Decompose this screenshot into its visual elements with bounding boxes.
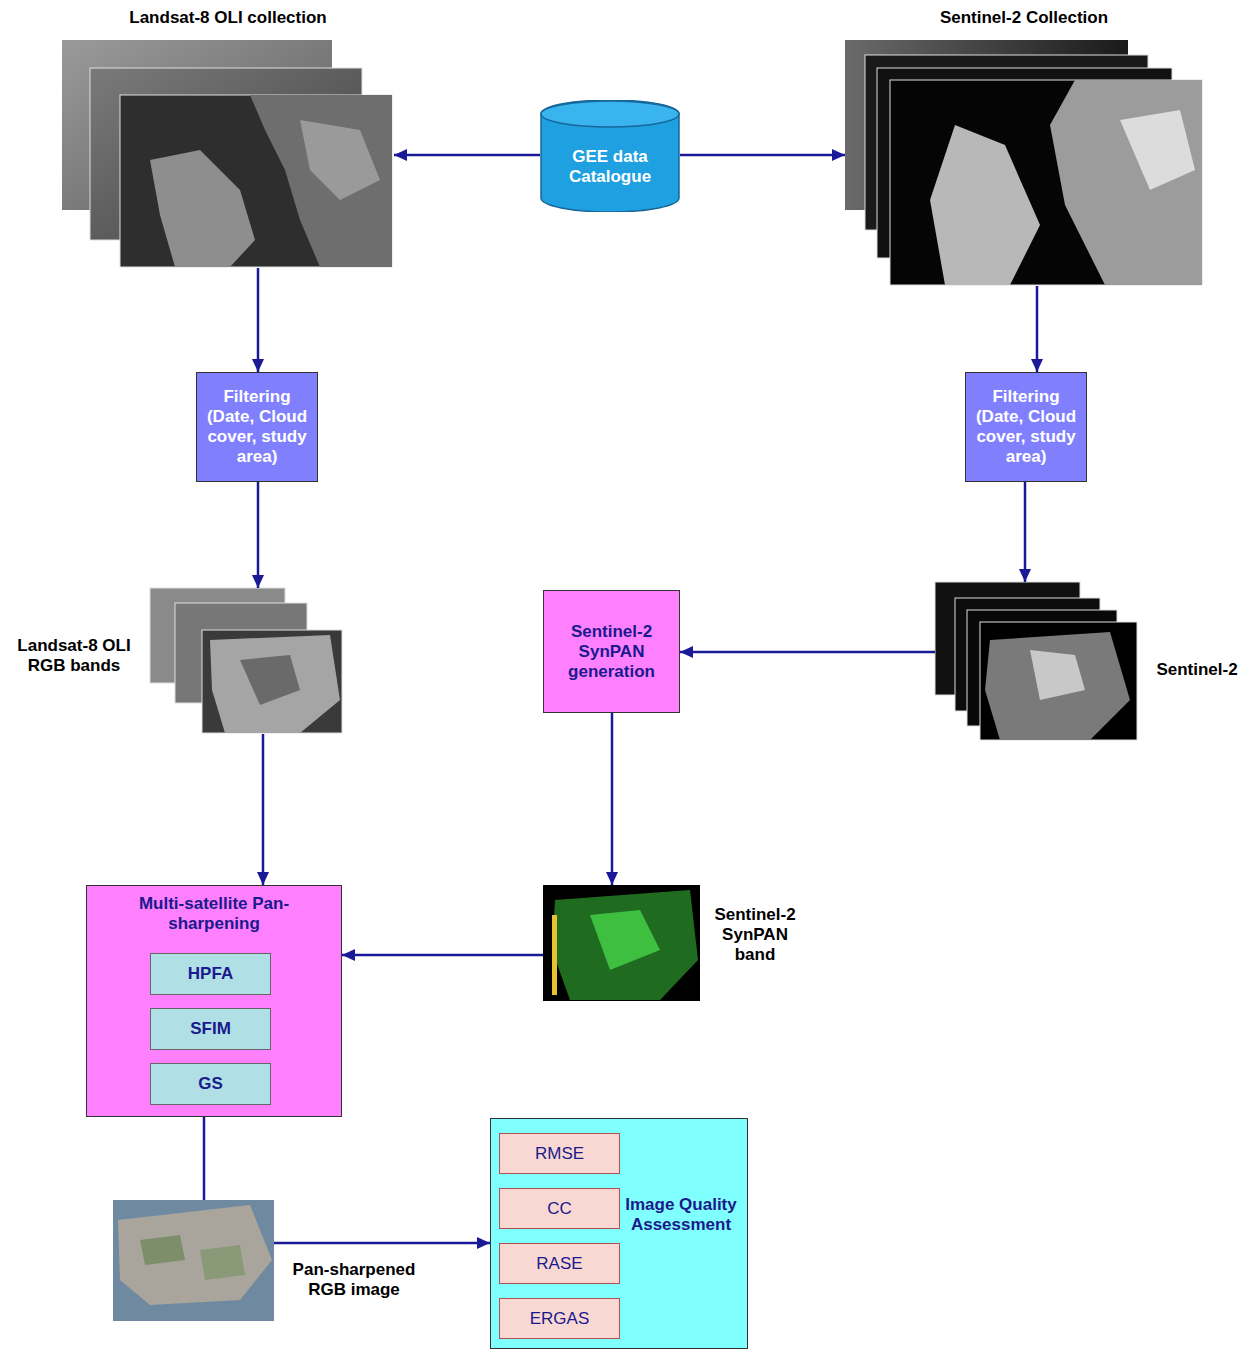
coast-strip: [552, 915, 557, 995]
image-stack: Sentinel-2 Collection: [845, 40, 1203, 286]
metric-box: RMSE: [499, 1133, 620, 1174]
image-caption: Pan-sharpened RGB image: [278, 1260, 430, 1300]
flow-arrow: [394, 154, 540, 157]
flow-arrow: [1036, 286, 1039, 372]
metric-box: RASE: [499, 1243, 620, 1284]
box-label: SFIM: [184, 1019, 237, 1039]
land-shape: [210, 635, 340, 733]
container-box: Multi-satellite Pan-sharpeningHPFA SFIM GS: [86, 885, 342, 1117]
image-layer: [120, 95, 392, 267]
method-box: HPFA: [150, 953, 271, 995]
image-layer: [202, 630, 342, 733]
container-box: Image Quality Assessment RMSE CC RASE ERGAS: [490, 1118, 748, 1349]
landsat-collection-stack: [62, 40, 392, 267]
image-layer: [543, 885, 700, 1001]
box-label: Filtering (Date, Cloud cover, study area…: [966, 387, 1086, 467]
flow-arrow: [680, 154, 845, 157]
box-label: CC: [541, 1199, 578, 1219]
box-label: HPFA: [182, 964, 239, 984]
flow-arrow: [257, 482, 260, 588]
land-shape: [1120, 110, 1195, 190]
flow-arrow: [262, 734, 265, 885]
box-label: ERGAS: [524, 1309, 596, 1329]
box-label: Sentinel-2 SynPAN generation: [544, 622, 679, 682]
image-caption: Sentinel-2 Collection: [845, 8, 1203, 28]
box-label: RASE: [530, 1254, 588, 1274]
pansharpened-image: [113, 1200, 274, 1321]
image-stack: Landsat-8 OLI collection: [62, 40, 394, 268]
database-cylinder: GEE data Catalogue: [540, 100, 680, 212]
image-caption: Sentinel-2: [1145, 660, 1249, 680]
image-stack: Landsat-8 OLI RGB bands: [150, 588, 343, 734]
box-label: GEE data Catalogue: [540, 147, 680, 187]
container-title: Multi-satellite Pan-sharpening: [119, 894, 309, 934]
image-stack: Sentinel-2: [935, 582, 1138, 741]
process-box: Filtering (Date, Cloud cover, study area…: [965, 372, 1087, 482]
box-label: Filtering (Date, Cloud cover, study area…: [197, 387, 317, 467]
process-box: Sentinel-2 SynPAN generation: [543, 590, 680, 713]
sentinel-stack: [935, 582, 1137, 740]
image-caption: Landsat-8 OLI collection: [62, 8, 394, 28]
land-shape: [1030, 650, 1085, 700]
land-shape: [590, 910, 660, 970]
land-shape: [300, 120, 380, 200]
cylinder-body: [541, 100, 679, 212]
image-thumbnail: Pan-sharpened RGB image: [113, 1200, 274, 1321]
land-shape: [118, 1205, 272, 1305]
flow-arrow: [1024, 482, 1027, 582]
image-caption: Landsat-8 OLI RGB bands: [4, 636, 144, 676]
image-layer: [113, 1200, 274, 1321]
land-shape: [250, 95, 392, 267]
image-caption: Image Quality Assessment: [617, 1195, 745, 1235]
metric-box: CC: [499, 1188, 620, 1229]
box-label: RMSE: [529, 1144, 590, 1164]
process-box: Filtering (Date, Cloud cover, study area…: [196, 372, 318, 482]
sentinel-collection-stack: [845, 40, 1202, 285]
land-shape: [200, 1245, 245, 1280]
connector-line: [203, 1117, 206, 1200]
land-shape: [985, 632, 1130, 740]
method-box: GS: [150, 1063, 271, 1105]
flow-arrow: [274, 1242, 490, 1245]
land-shape: [930, 125, 1040, 285]
land-shape: [240, 655, 300, 705]
flow-arrow: [342, 954, 543, 957]
image-layer: [980, 622, 1137, 740]
method-box: SFIM: [150, 1008, 271, 1050]
flow-arrow: [611, 713, 614, 885]
land-shape: [140, 1235, 185, 1265]
image-thumbnail: Sentinel-2 SynPAN band: [543, 885, 700, 1001]
land-shape: [552, 890, 698, 1000]
cylinder-top: [541, 101, 679, 127]
image-layer: [890, 80, 1202, 285]
metric-box: ERGAS: [499, 1298, 620, 1339]
landsat-rgb-stack: [150, 588, 342, 733]
land-shape: [1050, 80, 1202, 285]
flow-arrow: [257, 268, 260, 372]
synpan-image: [543, 885, 700, 1001]
box-label: GS: [192, 1074, 229, 1094]
flow-arrow: [680, 651, 935, 654]
land-shape: [150, 150, 255, 267]
image-caption: Sentinel-2 SynPAN band: [705, 905, 805, 965]
